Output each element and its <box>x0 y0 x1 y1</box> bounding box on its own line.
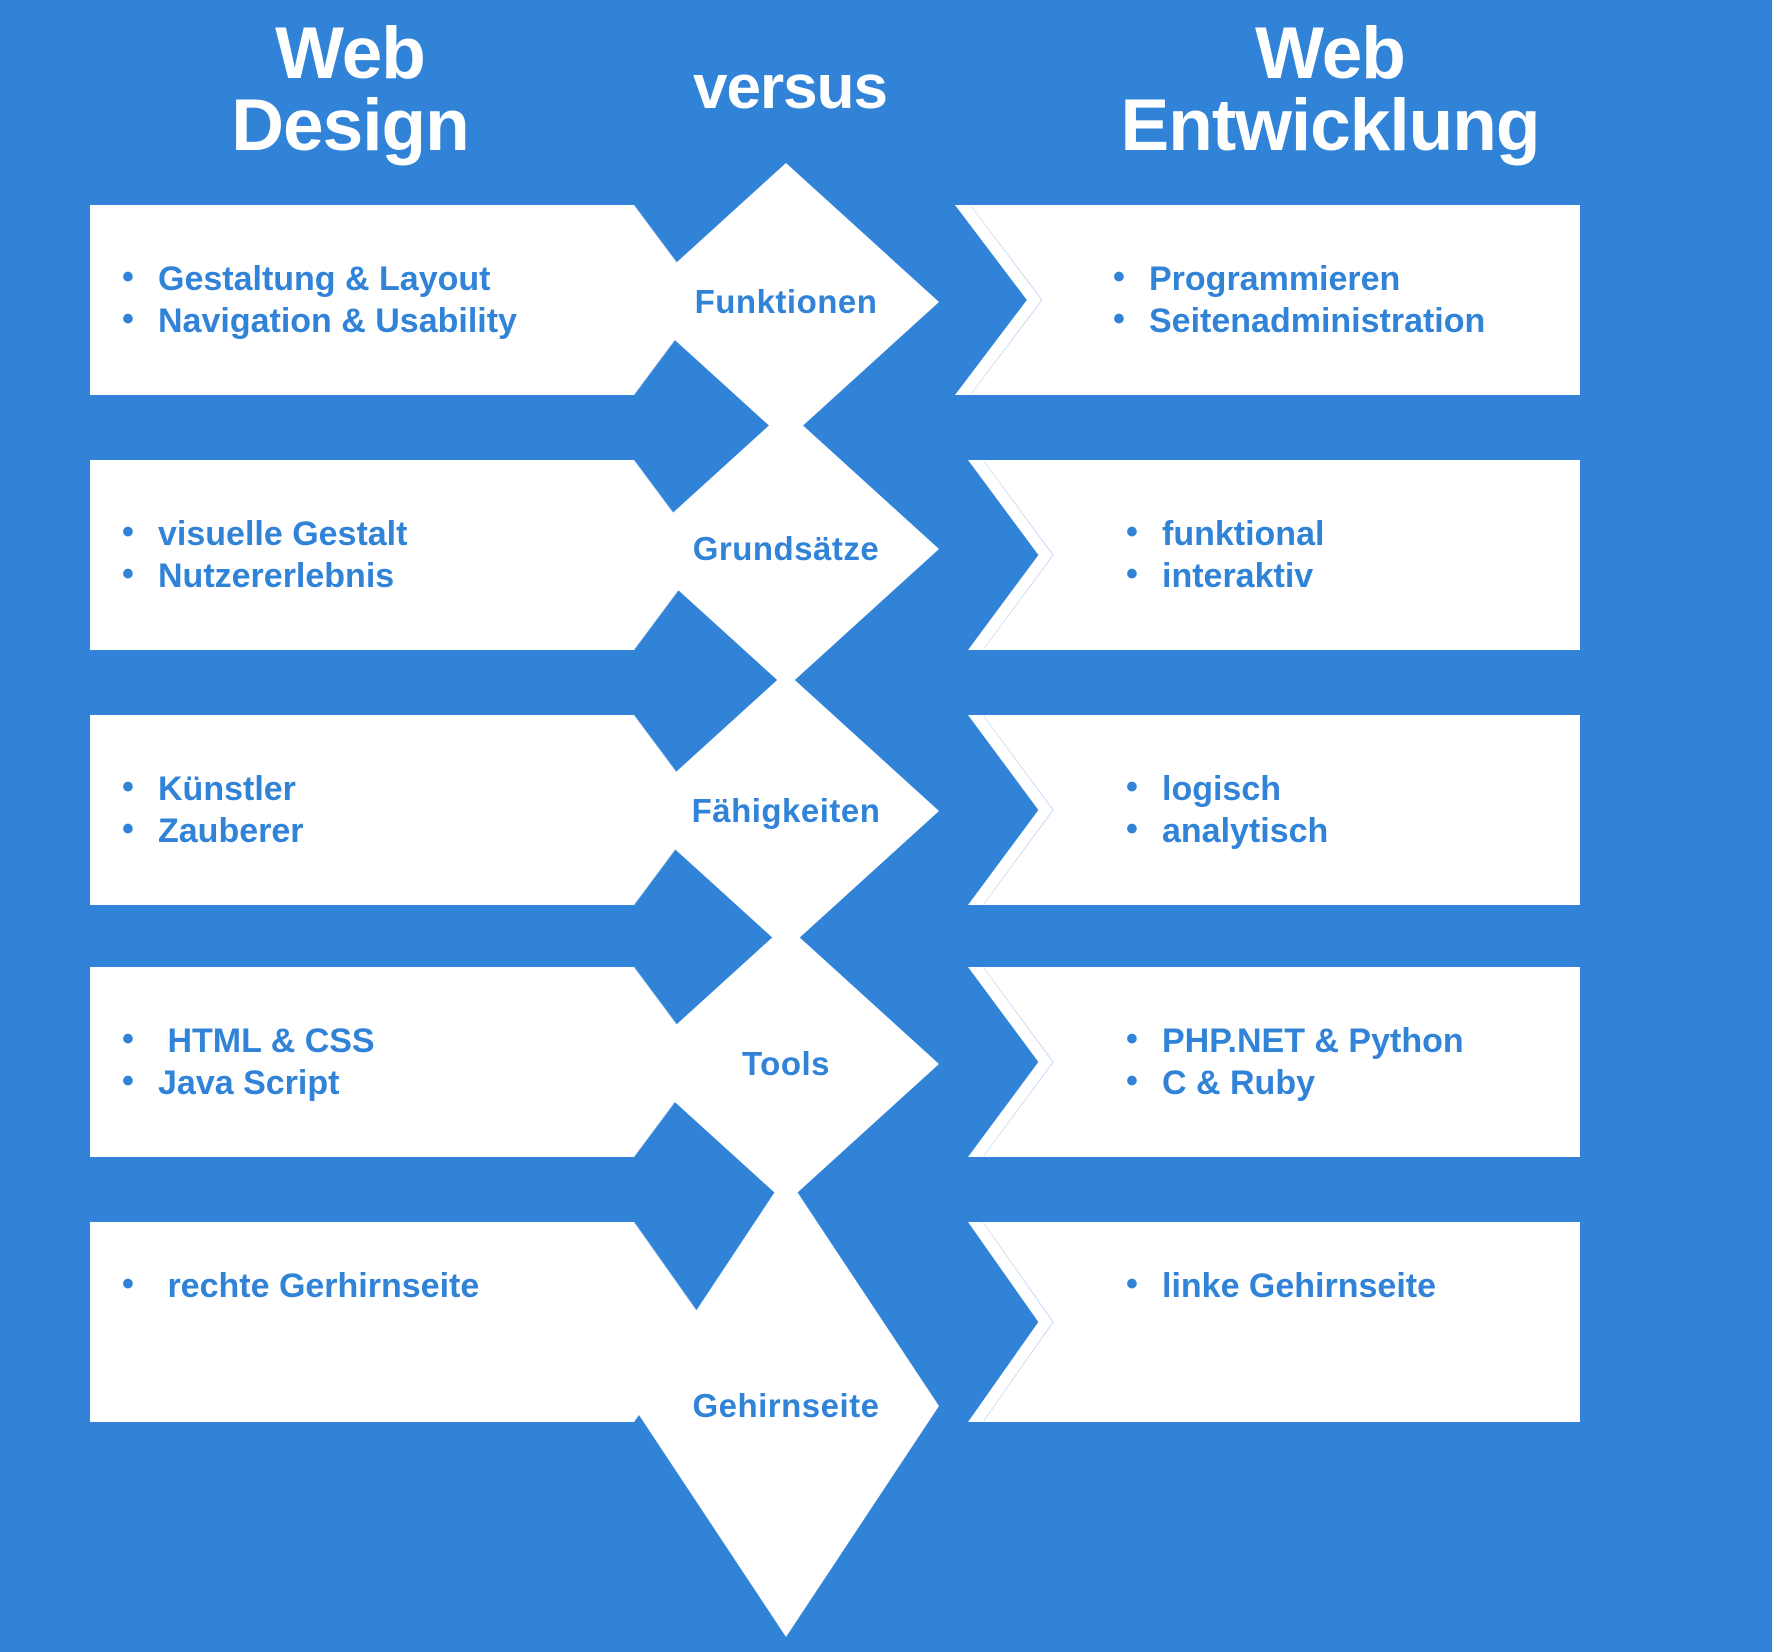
right-panel-row-1[interactable]: Programmieren Seitenadministration <box>955 205 1580 395</box>
center-diamond-label: Tools <box>741 1045 831 1082</box>
left-panel-row-4[interactable]: HTML & CSS Java Script <box>90 967 705 1157</box>
list-item: C & Ruby <box>1116 1060 1580 1105</box>
list-item: linke Gehirnseite <box>1116 1263 1580 1308</box>
list-item: Zauberer <box>112 808 705 853</box>
left-panel-row-5[interactable]: rechte Gerhirnseite <box>90 1222 705 1422</box>
right-panel-row-4[interactable]: PHP.NET & Python C & Ruby <box>968 967 1580 1157</box>
list-item: Gestaltung & Layout <box>112 256 705 301</box>
right-bullet-list-row-5: linke Gehirnseite <box>1116 1263 1580 1308</box>
center-diamond-row-3[interactable]: Fähigkeiten <box>633 672 939 950</box>
center-diamond-row-2[interactable]: Grundsätze <box>633 410 939 688</box>
left-panel-row-2[interactable]: visuelle Gestalt Nutzererlebnis <box>90 460 705 650</box>
right-bullet-list-row-1: Programmieren Seitenadministration <box>1103 256 1580 343</box>
chevron-accent-icon <box>955 205 1043 395</box>
center-diamond-label: Funktionen <box>694 283 878 320</box>
list-item: visuelle Gestalt <box>112 511 705 556</box>
left-bullet-list-row-3: Künstler Zauberer <box>112 766 705 853</box>
heading-versus: versus <box>693 53 888 122</box>
list-item: Künstler <box>112 766 705 811</box>
center-diamond-label: Grundsätze <box>692 530 880 567</box>
list-item: Navigation & Usability <box>112 298 705 343</box>
heading-web-design-line2: Design <box>231 84 469 166</box>
list-item: Nutzererlebnis <box>112 553 705 598</box>
right-panel-row-5[interactable]: linke Gehirnseite <box>968 1222 1580 1422</box>
chevron-accent-icon <box>968 460 1054 650</box>
chevron-accent-icon <box>968 715 1054 905</box>
right-panel-row-2[interactable]: funktional interaktiv <box>968 460 1580 650</box>
left-bullet-list-row-2: visuelle Gestalt Nutzererlebnis <box>112 511 705 598</box>
list-item: HTML & CSS <box>112 1018 705 1063</box>
left-panel-row-3[interactable]: Künstler Zauberer <box>90 715 705 905</box>
list-item: Seitenadministration <box>1103 298 1580 343</box>
right-bullet-list-row-4: PHP.NET & Python C & Ruby <box>1116 1018 1580 1105</box>
right-panel-row-3[interactable]: logisch analytisch <box>968 715 1580 905</box>
chevron-accent-icon <box>968 967 1054 1157</box>
center-diamond-row-1[interactable]: Funktionen <box>633 163 939 441</box>
heading-web-entwicklung: Web Entwicklung <box>970 13 1690 166</box>
left-bullet-list-row-5: rechte Gerhirnseite <box>112 1263 705 1308</box>
right-bullet-list-row-3: logisch analytisch <box>1116 766 1580 853</box>
chevron-accent-icon <box>968 1222 1054 1422</box>
list-item: logisch <box>1116 766 1580 811</box>
center-diamond-label: Gehirnseite <box>692 1387 880 1424</box>
list-item: Java Script <box>112 1060 705 1105</box>
center-diamond-row-4[interactable]: Tools <box>633 925 939 1203</box>
left-panel-row-1[interactable]: Gestaltung & Layout Navigation & Usabili… <box>90 205 705 395</box>
heading-web-entwicklung-line2: Entwicklung <box>1120 84 1541 166</box>
list-item: Programmieren <box>1103 256 1580 301</box>
left-bullet-list-row-4: HTML & CSS Java Script <box>112 1018 705 1105</box>
center-diamond-row-5[interactable]: Gehirnseite <box>633 1175 939 1637</box>
right-bullet-list-row-2: funktional interaktiv <box>1116 511 1580 598</box>
heading-web-entwicklung-line1: Web <box>1255 13 1406 94</box>
left-bullet-list-row-1: Gestaltung & Layout Navigation & Usabili… <box>112 256 705 343</box>
heading-web-design-line1: Web <box>275 13 426 94</box>
list-item: rechte Gerhirnseite <box>112 1263 705 1308</box>
list-item: PHP.NET & Python <box>1116 1018 1580 1063</box>
list-item: analytisch <box>1116 808 1580 853</box>
list-item: funktional <box>1116 511 1580 556</box>
center-diamond-label: Fähigkeiten <box>691 792 881 829</box>
list-item: interaktiv <box>1116 553 1580 598</box>
heading-web-design: Web Design <box>90 13 610 166</box>
